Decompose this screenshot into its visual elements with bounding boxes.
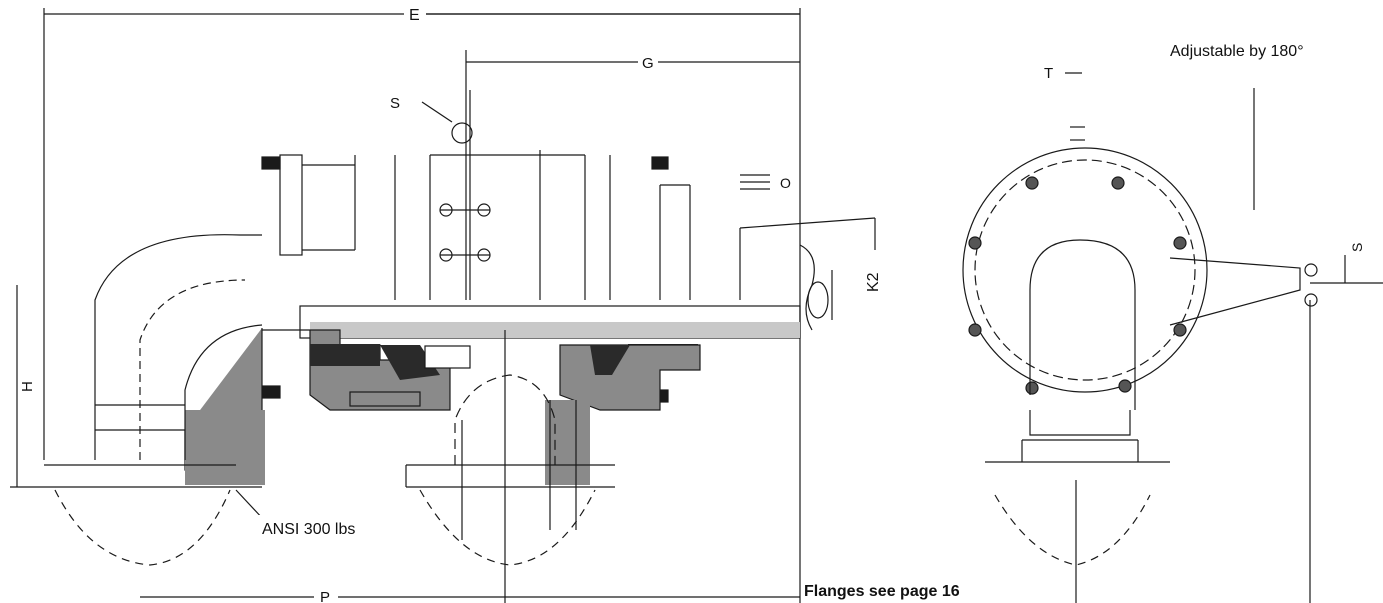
lifting-eye	[451, 122, 473, 144]
label-K2: K2	[865, 272, 882, 292]
label-S-top: S	[390, 95, 400, 112]
label-H: H	[19, 381, 36, 392]
label-O: O	[780, 175, 791, 191]
seal-dark-left	[310, 344, 380, 366]
label-S-right: S	[1349, 243, 1365, 252]
bolt-left-top	[261, 156, 281, 170]
casing-bottom-fill-left	[185, 410, 265, 485]
annotations: Adjustable by 180° ANSI 300 lbs Flanges …	[235, 43, 1304, 602]
bearing-housing-left	[279, 154, 303, 256]
casing-outline	[962, 147, 1208, 393]
casing-bolts	[968, 176, 1187, 395]
bolt-left-bottom	[261, 385, 281, 399]
label-T: T	[1044, 65, 1053, 82]
casing-bottom-fill-right	[545, 400, 590, 485]
end-view	[962, 72, 1383, 603]
label-P: P	[320, 589, 330, 603]
annotation-flanges: Flanges see page 16	[804, 583, 960, 600]
label-G: G	[642, 55, 654, 72]
bolt-right-top	[651, 156, 669, 170]
shaft-light	[310, 322, 800, 338]
side-section-view	[10, 8, 876, 603]
casing-bolt-circle	[974, 159, 1196, 381]
dimension-labels: E G S O K2 H P T S	[19, 4, 1365, 603]
annotation-ansi: ANSI 300 lbs	[262, 521, 355, 538]
label-E: E	[409, 7, 420, 24]
suction-elbow	[94, 234, 262, 460]
annotation-adjustable: Adjustable by 180°	[1170, 43, 1304, 60]
pump-foot	[1029, 239, 1136, 410]
